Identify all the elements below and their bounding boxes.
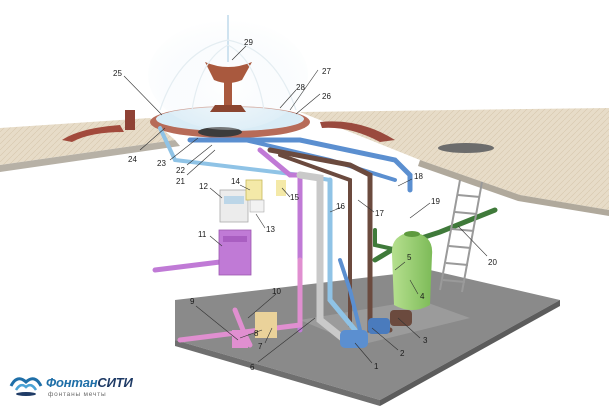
callout-27: 27 — [322, 67, 331, 76]
callout-numbers: 1 2 3 4 5 6 7 8 9 10 11 12 13 14 15 16 1… — [113, 38, 497, 372]
callout-23: 23 — [157, 159, 166, 168]
brand-tagline: фонтаны мечты — [48, 391, 107, 398]
callout-3: 3 — [423, 336, 428, 345]
pump-group — [232, 310, 412, 348]
brand-name-second: СИТИ — [97, 375, 133, 390]
callout-25: 25 — [113, 69, 122, 78]
brand-name: ФонтанСИТИ — [46, 375, 133, 390]
callout-18: 18 — [414, 172, 423, 181]
callout-19: 19 — [431, 197, 440, 206]
callout-7: 7 — [258, 342, 263, 351]
callout-12: 12 — [199, 182, 208, 191]
fountain-bowl — [148, 15, 308, 130]
fountain-logo-icon — [9, 377, 43, 396]
callout-21: 21 — [176, 177, 185, 186]
callout-17: 17 — [375, 209, 384, 218]
ground-plaza-right — [300, 108, 609, 216]
callout-leaders — [123, 45, 488, 364]
callout-26: 26 — [322, 92, 331, 101]
callout-24: 24 — [128, 155, 137, 164]
callout-10: 10 — [272, 287, 281, 296]
callout-16: 16 — [336, 202, 345, 211]
brand-name-first: Фонтан — [46, 375, 98, 390]
manhole-cover — [438, 143, 494, 153]
sand-filter — [391, 231, 433, 310]
callout-1: 1 — [374, 362, 379, 371]
callout-13: 13 — [266, 225, 275, 234]
brand-logo: ФонтанСИТИ фонтаны мечты — [8, 372, 138, 402]
callout-2: 2 — [400, 349, 405, 358]
callout-8: 8 — [254, 329, 259, 338]
callout-11: 11 — [198, 230, 207, 239]
access-ladder — [439, 179, 483, 293]
control-cabinets — [218, 179, 286, 276]
callout-9: 9 — [190, 297, 195, 306]
callout-4: 4 — [420, 292, 425, 301]
callout-22: 22 — [176, 166, 185, 175]
callout-15: 15 — [290, 193, 299, 202]
callout-14: 14 — [231, 177, 240, 186]
callout-5: 5 — [407, 253, 412, 262]
callout-6: 6 — [250, 363, 255, 372]
callout-28: 28 — [296, 83, 305, 92]
callout-29: 29 — [244, 38, 253, 47]
callout-20: 20 — [488, 258, 497, 267]
